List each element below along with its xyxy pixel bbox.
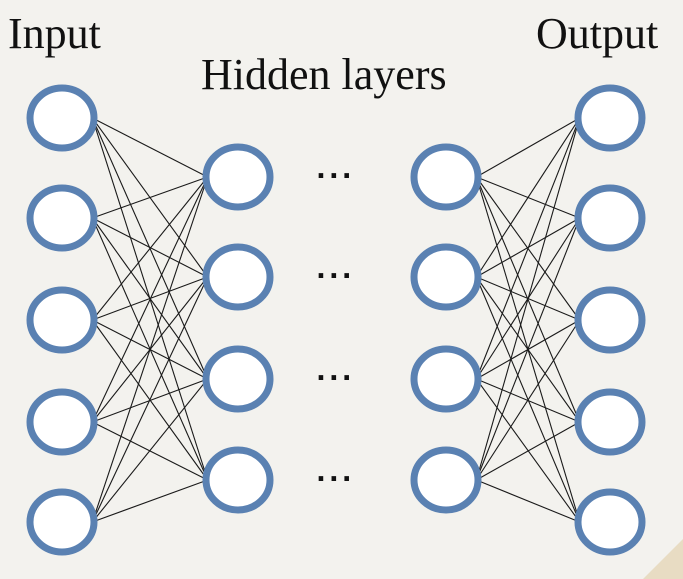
connection-line bbox=[476, 117, 580, 178]
output-neuron-3 bbox=[574, 286, 646, 354]
output-neuron-2 bbox=[574, 184, 646, 252]
hidden-n-neuron-4 bbox=[410, 446, 482, 514]
hidden-n-neuron-3 bbox=[410, 345, 482, 413]
input-layer-label: Input bbox=[8, 9, 101, 58]
connection-line bbox=[91, 176, 209, 423]
input-neuron-4 bbox=[26, 388, 98, 456]
ellipsis-dots: ... bbox=[316, 458, 355, 488]
connection-line bbox=[475, 117, 581, 380]
output-neuron-1 bbox=[574, 84, 646, 152]
connection-line bbox=[92, 217, 208, 278]
output-layer-label: Output bbox=[536, 9, 659, 58]
connection-line bbox=[476, 479, 580, 523]
output-neuron-4 bbox=[574, 388, 646, 456]
connection-line bbox=[475, 117, 581, 278]
hidden-n-neuron-1 bbox=[410, 143, 482, 211]
connection-line bbox=[476, 421, 580, 481]
hidden-1-neuron-1 bbox=[202, 143, 274, 211]
connection-line bbox=[91, 276, 209, 523]
connection-line bbox=[475, 117, 581, 481]
connection-line bbox=[91, 176, 209, 523]
connection-line bbox=[92, 117, 208, 178]
hidden-1-neuron-4 bbox=[202, 446, 274, 514]
output-neuron-5 bbox=[574, 488, 646, 556]
input-neuron-1 bbox=[26, 84, 98, 152]
connection-line bbox=[475, 217, 581, 481]
hidden-layers-label: Hidden layers bbox=[201, 50, 447, 99]
input-neuron-5 bbox=[26, 488, 98, 556]
connection-line bbox=[475, 319, 581, 481]
input-neuron-2 bbox=[26, 184, 98, 252]
ellipsis-dots: ... bbox=[316, 255, 355, 285]
neuron-nodes bbox=[26, 84, 646, 556]
hidden-1-neuron-3 bbox=[202, 345, 274, 413]
hidden-n-neuron-2 bbox=[410, 243, 482, 311]
connection-line bbox=[91, 176, 209, 321]
page-corner-decoration bbox=[643, 539, 683, 579]
ellipsis-dots: ... bbox=[316, 155, 355, 185]
hidden-1-neuron-2 bbox=[202, 243, 274, 311]
input-neuron-3 bbox=[26, 286, 98, 354]
connection-lines bbox=[91, 117, 581, 523]
connection-line bbox=[91, 378, 209, 523]
ellipsis-dots: ... bbox=[316, 357, 355, 387]
connection-line bbox=[92, 479, 208, 523]
connection-line bbox=[92, 176, 208, 219]
